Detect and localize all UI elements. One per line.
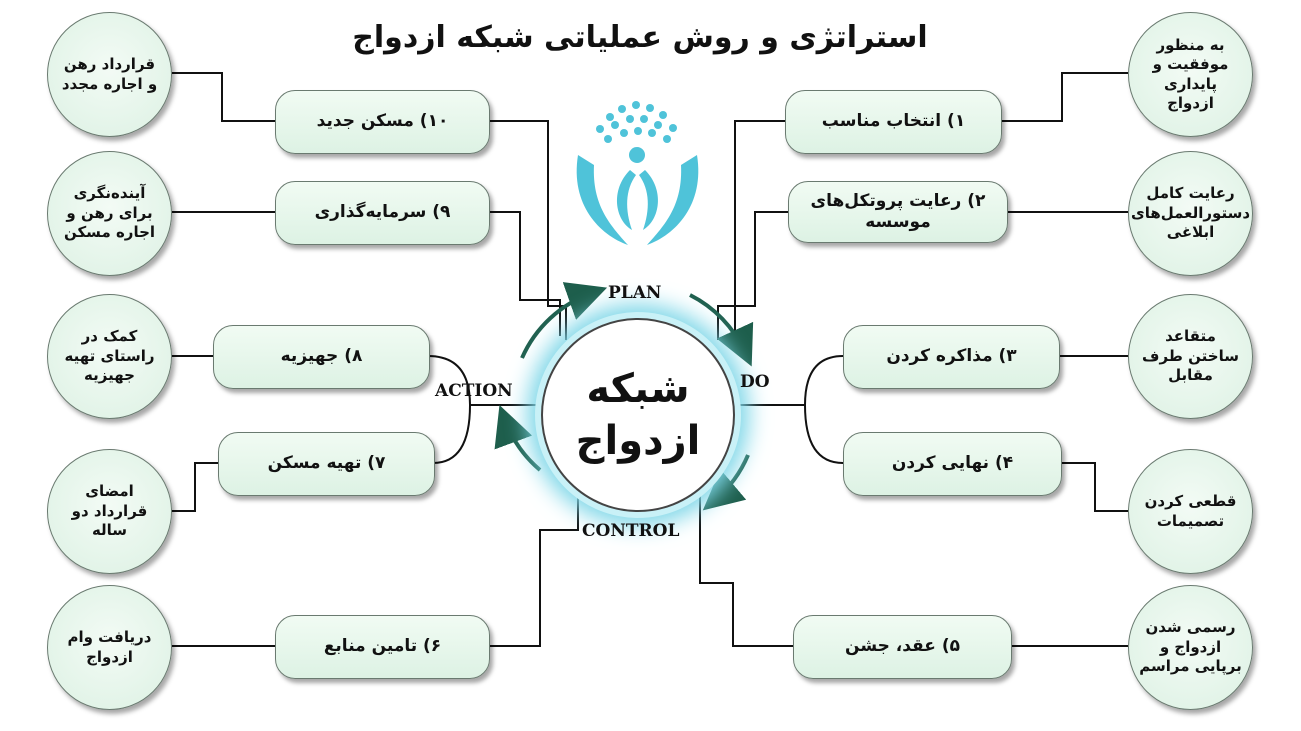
note-circle-10: قرارداد رهن و اجاره مجدد bbox=[47, 12, 172, 137]
cycle-label-do: DO bbox=[740, 372, 770, 392]
note-circle-5: رسمی شدن ازدواج و برپایی مراسم bbox=[1128, 585, 1253, 710]
note-circle-9: آینده‌نگری برای رهن و اجاره مسکن bbox=[47, 151, 172, 276]
cycle-label-action: ACTION bbox=[435, 381, 513, 401]
step-box-6: ۶) تامین منابع bbox=[275, 615, 490, 679]
note-circle-7: امضای قرارداد دو ساله bbox=[47, 449, 172, 574]
center-line-1: شبکه bbox=[586, 366, 690, 412]
cycle-label-control: CONTROL bbox=[582, 521, 680, 541]
marriage-network-logo-icon bbox=[576, 101, 699, 245]
note-circle-6: دریافت وام ازدواج bbox=[47, 585, 172, 710]
step-box-10: ۱۰) مسکن جدید bbox=[275, 90, 490, 154]
note-circle-8: کمک در راستای تهیه جهیزیه bbox=[47, 294, 172, 419]
step-box-4: ۴) نهایی کردن bbox=[843, 432, 1062, 496]
step-box-8: ۸) جهیزیه bbox=[213, 325, 430, 389]
page-title: استراتژی و روش عملیاتی شبکه ازدواج bbox=[352, 20, 928, 55]
cycle-label-plan: PLAN bbox=[608, 283, 662, 303]
center-hub: شبکه ازدواج bbox=[541, 318, 735, 512]
note-circle-2: رعایت کامل دستورالعمل‌های ابلاغی bbox=[1128, 151, 1253, 276]
step-box-5: ۵) عقد، جشن bbox=[793, 615, 1012, 679]
note-circle-1: به منظور موفقیت و پایداری ازدواج bbox=[1128, 12, 1253, 137]
step-box-1: ۱) انتخاب مناسب bbox=[785, 90, 1002, 154]
note-circle-3: متقاعد ساختن طرف مقابل bbox=[1128, 294, 1253, 419]
step-box-7: ۷) تهیه مسکن bbox=[218, 432, 435, 496]
step-box-2: ۲) رعایت پروتکل‌های موسسه bbox=[788, 181, 1008, 243]
center-line-2: ازدواج bbox=[575, 418, 701, 464]
step-box-9: ۹) سرمایه‌گذاری bbox=[275, 181, 490, 245]
step-box-3: ۳) مذاکره کردن bbox=[843, 325, 1060, 389]
note-circle-4: قطعی کردن تصمیمات bbox=[1128, 449, 1253, 574]
